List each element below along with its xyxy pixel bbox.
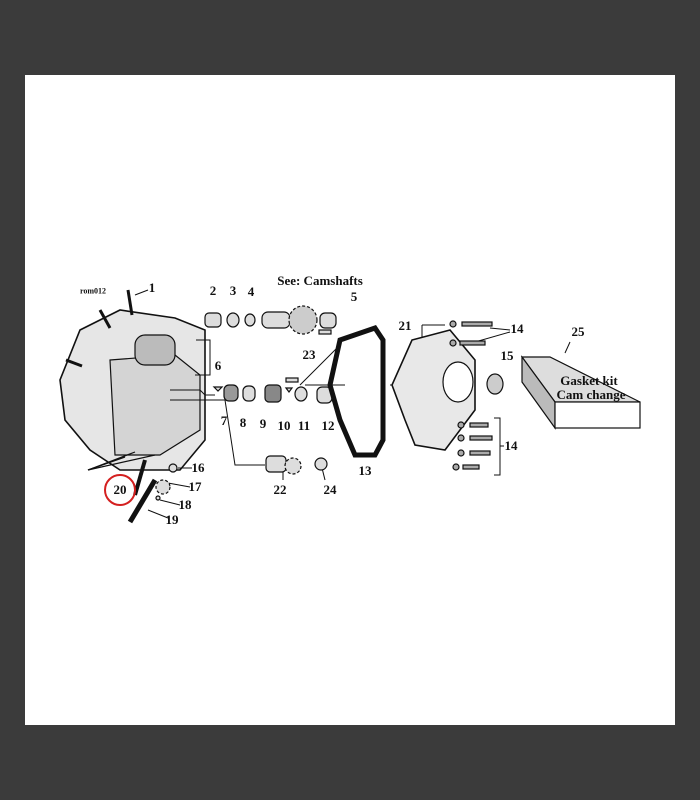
callout-10: 10 <box>277 418 291 433</box>
camshaft <box>261 311 291 329</box>
part-3 <box>226 312 240 328</box>
gasket-kit-box <box>520 355 641 430</box>
part-11 <box>294 386 308 402</box>
part-8 <box>242 385 256 402</box>
callout-25: 25 <box>571 324 585 339</box>
part-4 <box>244 313 256 327</box>
callout-17: 17 <box>188 479 202 494</box>
callout-19: 19 <box>165 512 179 527</box>
callout-14-top: 14 <box>510 321 524 336</box>
part-7 <box>223 384 239 402</box>
part-22 <box>265 455 287 473</box>
callout-8: 8 <box>239 415 247 430</box>
callout-18: 18 <box>178 497 192 512</box>
highlight-circle <box>104 474 136 506</box>
callout-15: 15 <box>500 348 514 363</box>
callout-1: 1 <box>148 280 156 295</box>
callout-22: 22 <box>273 482 287 497</box>
callout-13: 13 <box>358 463 372 478</box>
callout-21: 21 <box>398 318 412 333</box>
camshafts-reference: See: Camshafts <box>277 273 363 288</box>
small-parts <box>127 305 337 524</box>
callout-9: 9 <box>259 416 267 431</box>
callout-3: 3 <box>229 283 237 298</box>
callout-4: 4 <box>247 284 255 299</box>
crankcase-part <box>59 289 206 471</box>
part-5 <box>319 312 337 329</box>
callout-11: 11 <box>297 418 311 433</box>
gasket-part-13 <box>327 325 386 458</box>
part-9 <box>264 384 282 403</box>
callout-12: 12 <box>321 418 335 433</box>
callout-20: 20 <box>113 482 127 497</box>
callout-6: 6 <box>214 358 222 373</box>
callout-2: 2 <box>209 283 217 298</box>
seal-part-15 <box>486 373 504 395</box>
callout-5: 5 <box>350 289 358 304</box>
part-23 <box>285 377 299 383</box>
cam-cover-part-21 <box>391 329 504 451</box>
part-2 <box>204 312 222 328</box>
bolts-part-14 <box>449 320 493 471</box>
callout-7: 7 <box>220 413 228 428</box>
kit-label-line1: Gasket kit <box>560 373 618 388</box>
callout-23: 23 <box>302 347 316 362</box>
callout-16: 16 <box>191 460 205 475</box>
kit-label-line2: Cam change <box>556 387 626 402</box>
callout-14-right: 14 <box>504 438 518 453</box>
diagram-code: rom012 <box>79 286 107 296</box>
part-24 <box>314 457 328 471</box>
callout-24: 24 <box>323 482 337 497</box>
